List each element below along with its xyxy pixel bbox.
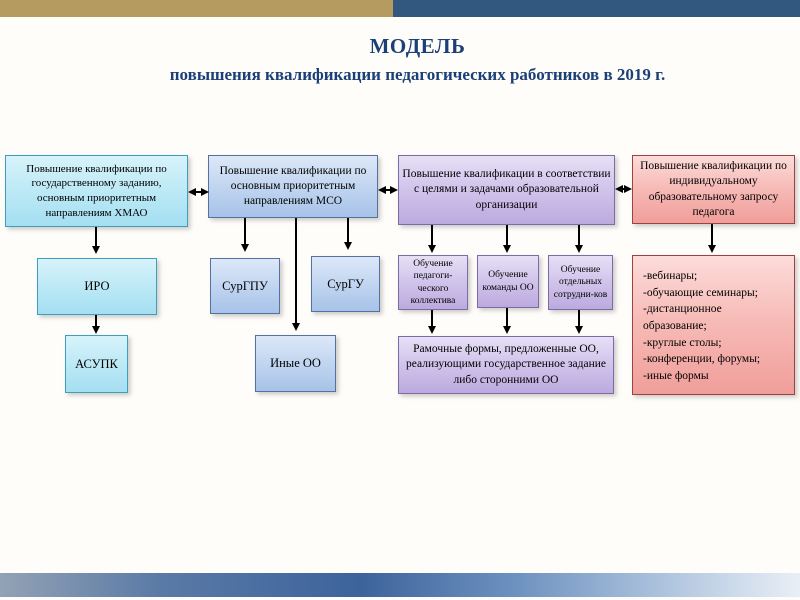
arrow-down-org-team	[502, 225, 511, 253]
arrow-down-org-collective	[427, 225, 436, 253]
arrow-down-collective-ramochnye	[427, 310, 436, 334]
box-forms-list: -вебинары; -обучающие семинары; -дистанц…	[632, 255, 795, 395]
box-pedagog: Повышение квалификации по индивидуальном…	[632, 155, 795, 224]
box-asupk: АСУПК	[65, 335, 128, 393]
box-teach-team: Обучение команды ОО	[477, 255, 539, 308]
forms-list-item: -круглые столы;	[643, 336, 722, 349]
box-teach-collective: Обучение педагоги-ческого коллектива	[398, 255, 468, 310]
arrow-down-mso-inye-oo	[291, 218, 300, 331]
forms-list-item: -дистанционное образование;	[643, 303, 722, 333]
forms-list-item: -вебинары;	[643, 270, 698, 282]
page-subtitle: повышения квалификации педагогических ра…	[169, 65, 666, 84]
forms-list-item: -обучающие семинары;	[643, 286, 758, 299]
arrow-down-hmao-iro	[91, 227, 100, 254]
forms-list-item: -иные формы	[643, 370, 709, 383]
arrow-down-pedagog-forms	[707, 224, 716, 253]
arrow-down-mso-surgu	[343, 218, 352, 250]
box-teach-individual: Обучение отдельных сотрудни-ков	[548, 255, 613, 310]
box-hmao: Повышение квалификации по государственно…	[5, 155, 188, 227]
box-surgu: СурГУ	[311, 256, 380, 312]
arrow-down-team-ramochnye	[502, 308, 511, 334]
box-ramochnye: Рамочные формы, предложенные ОО, реализу…	[398, 336, 614, 394]
box-inye-oo: Иные ОО	[255, 335, 336, 392]
top-accent-bar-blue	[393, 0, 800, 17]
arrow-both-mso-org	[378, 185, 398, 194]
arrow-down-individual-ramochnye	[574, 310, 583, 334]
arrow-down-iro-asupk	[91, 315, 100, 334]
box-org: Повышение квалификации в соответствии с …	[398, 155, 615, 225]
bottom-accent-bar	[0, 573, 800, 597]
box-iro: ИРО	[37, 258, 157, 315]
box-surgpu: СурГПУ	[210, 258, 280, 314]
title-block: МОДЕЛЬ повышения квалификации педагогиче…	[35, 34, 800, 85]
forms-list-item: -конференции, форумы;	[643, 353, 761, 366]
arrow-both-org-pedagog	[615, 184, 632, 193]
top-accent-bar-tan	[0, 0, 393, 17]
arrow-down-org-individual	[574, 225, 583, 253]
arrow-both-hmao-mso	[188, 187, 209, 196]
arrow-down-mso-surgpu	[240, 218, 249, 252]
page-title: МОДЕЛЬ	[369, 34, 466, 58]
box-mso: Повышение квалификации по основным приор…	[208, 155, 378, 218]
